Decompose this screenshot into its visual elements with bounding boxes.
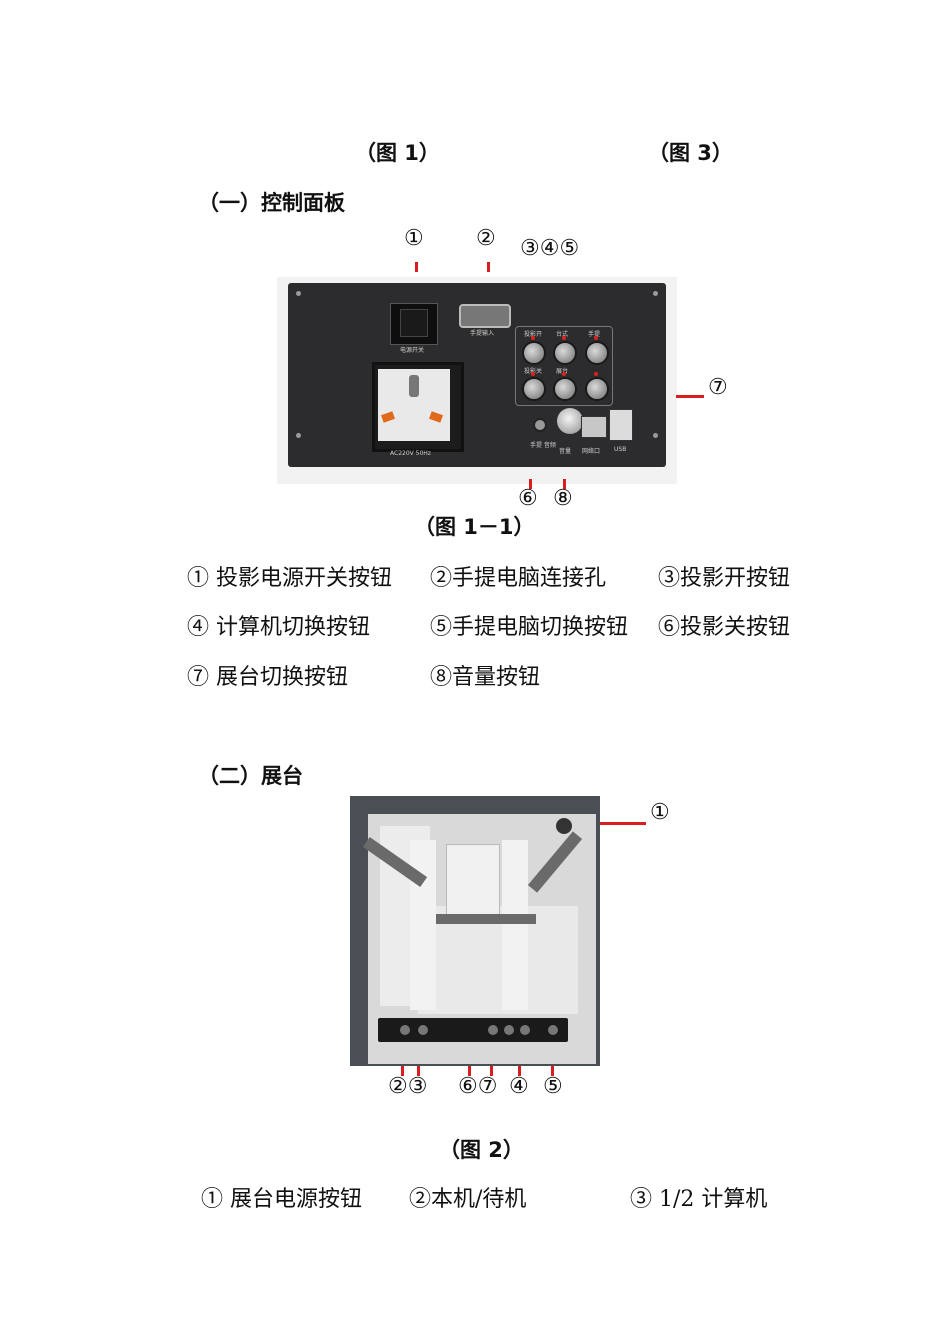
pointer-line: [401, 1066, 404, 1076]
socket-pin: [428, 411, 444, 423]
legend-item: ②手提电脑连接孔: [430, 566, 607, 591]
legend-item: ① 投影电源开关按钮: [187, 566, 392, 591]
visualizer-button[interactable]: [548, 1025, 558, 1035]
legend-item: ⑦ 展台切换按钮: [187, 665, 348, 690]
legend-item: ⑥投影关按钮: [658, 615, 791, 640]
pointer-line: [417, 1066, 420, 1076]
usb-label: USB: [614, 446, 627, 453]
spare-button[interactable]: [585, 377, 609, 401]
pointer-line: [518, 1066, 521, 1076]
socket-label: AC220V 50Hz: [390, 450, 431, 457]
vga-input-port[interactable]: [459, 304, 511, 328]
pointer-line-7: [676, 395, 704, 398]
button-label-visualizer: 展台: [556, 366, 568, 375]
vga-input-label: 手提输入: [470, 330, 495, 337]
visualizer-button[interactable]: [504, 1025, 514, 1035]
figure-1-1-caption: （图 1－1）: [414, 515, 535, 539]
visualizer-photo: [350, 796, 600, 1066]
section-heading-control-panel: （一）控制面板: [198, 191, 345, 215]
visualizer-camera-head: [446, 844, 500, 924]
pointer-line-1: [415, 262, 418, 272]
pointer-line: [468, 1066, 471, 1076]
desktop-switch-button[interactable]: [553, 341, 577, 365]
indicator-led: [594, 372, 598, 376]
lan-port[interactable]: [581, 416, 607, 438]
visualizer-marker-1: ①: [650, 800, 670, 825]
visualizer-board: [418, 906, 578, 1014]
power-switch[interactable]: [400, 309, 428, 337]
screw: [653, 433, 658, 438]
visualizer-marker-2-3: ②③: [388, 1074, 428, 1099]
visualizer-marker-6-7: ⑥⑦: [458, 1074, 498, 1099]
screw: [296, 433, 301, 438]
power-switch-label: 电源开关: [400, 347, 425, 354]
standby-button[interactable]: [400, 1025, 410, 1035]
pointer-line-6: [529, 479, 532, 489]
socket-pin: [380, 411, 396, 423]
indicator-led: [531, 336, 535, 340]
volume-knob[interactable]: [557, 408, 583, 434]
lan-port-label: 网络口: [582, 448, 601, 455]
usb-ports[interactable]: [609, 409, 633, 441]
button-label-projector-off: 投影关: [524, 366, 542, 375]
marker-6: ⑥: [518, 486, 538, 511]
legend-item: ④ 计算机切换按钮: [187, 615, 370, 640]
screw: [653, 291, 658, 296]
pointer-line-visualizer-1: [600, 822, 646, 825]
legend-item: ⑤手提电脑切换按钮: [430, 615, 629, 640]
legend-item: ⑧音量按钮: [430, 665, 541, 690]
button-label-laptop: 手提: [588, 331, 601, 338]
visualizer-marker-5: ⑤: [543, 1074, 563, 1099]
indicator-led: [562, 336, 566, 340]
button-label-desktop: 台式: [556, 331, 569, 338]
pointer-line: [490, 1066, 493, 1076]
screw: [296, 291, 301, 296]
visualizer-marker-4: ④: [509, 1074, 529, 1099]
visualizer-control-strip: [378, 1018, 568, 1042]
projector-off-button[interactable]: [522, 377, 546, 401]
power-switch-frame: [390, 303, 438, 345]
indicator-led: [562, 372, 566, 376]
visualizer-crossbar: [436, 914, 536, 924]
marker-1: ①: [404, 226, 424, 251]
pointer-line: [551, 1066, 554, 1076]
visualizer-switch-button[interactable]: [553, 377, 577, 401]
legend-item: ③ 1/2 计算机: [630, 1187, 768, 1212]
visualizer-lamp-left: [410, 840, 436, 1010]
projector-on-button[interactable]: [522, 341, 546, 365]
button-label-projector-on: 投影开: [524, 331, 543, 338]
laptop-switch-button[interactable]: [585, 341, 609, 365]
pointer-line-8: [563, 479, 566, 489]
computer-1-2-button[interactable]: [418, 1025, 428, 1035]
indicator-led: [531, 372, 535, 376]
visualizer-lamp-right: [502, 840, 528, 1010]
marker-2: ②: [476, 226, 496, 251]
figure-2-caption: （图 2）: [439, 1138, 524, 1162]
visualizer-button[interactable]: [520, 1025, 530, 1035]
button-group-frame: [515, 326, 613, 406]
section-heading-visualizer: （二）展台: [198, 764, 303, 788]
power-socket: [378, 369, 450, 441]
pointer-line-2: [487, 262, 490, 272]
marker-7: ⑦: [708, 375, 728, 400]
audio-jack-label: 手提 音频: [530, 442, 556, 449]
legend-item: ③投影开按钮: [658, 566, 791, 591]
legend-item: ②本机/待机: [409, 1187, 527, 1212]
marker-3-4-5: ③④⑤: [520, 236, 580, 261]
visualizer-button[interactable]: [488, 1025, 498, 1035]
indicator-led: [594, 336, 598, 340]
legend-item: ① 展台电源按钮: [201, 1187, 362, 1212]
socket-hole: [409, 375, 419, 397]
figure-3-caption: （图 3）: [648, 141, 733, 165]
figure-1-caption: （图 1）: [355, 141, 440, 165]
visualizer-power-button[interactable]: [556, 818, 572, 834]
marker-8: ⑧: [553, 486, 573, 511]
audio-jack[interactable]: [533, 418, 547, 432]
volume-label: 音量: [559, 448, 572, 455]
